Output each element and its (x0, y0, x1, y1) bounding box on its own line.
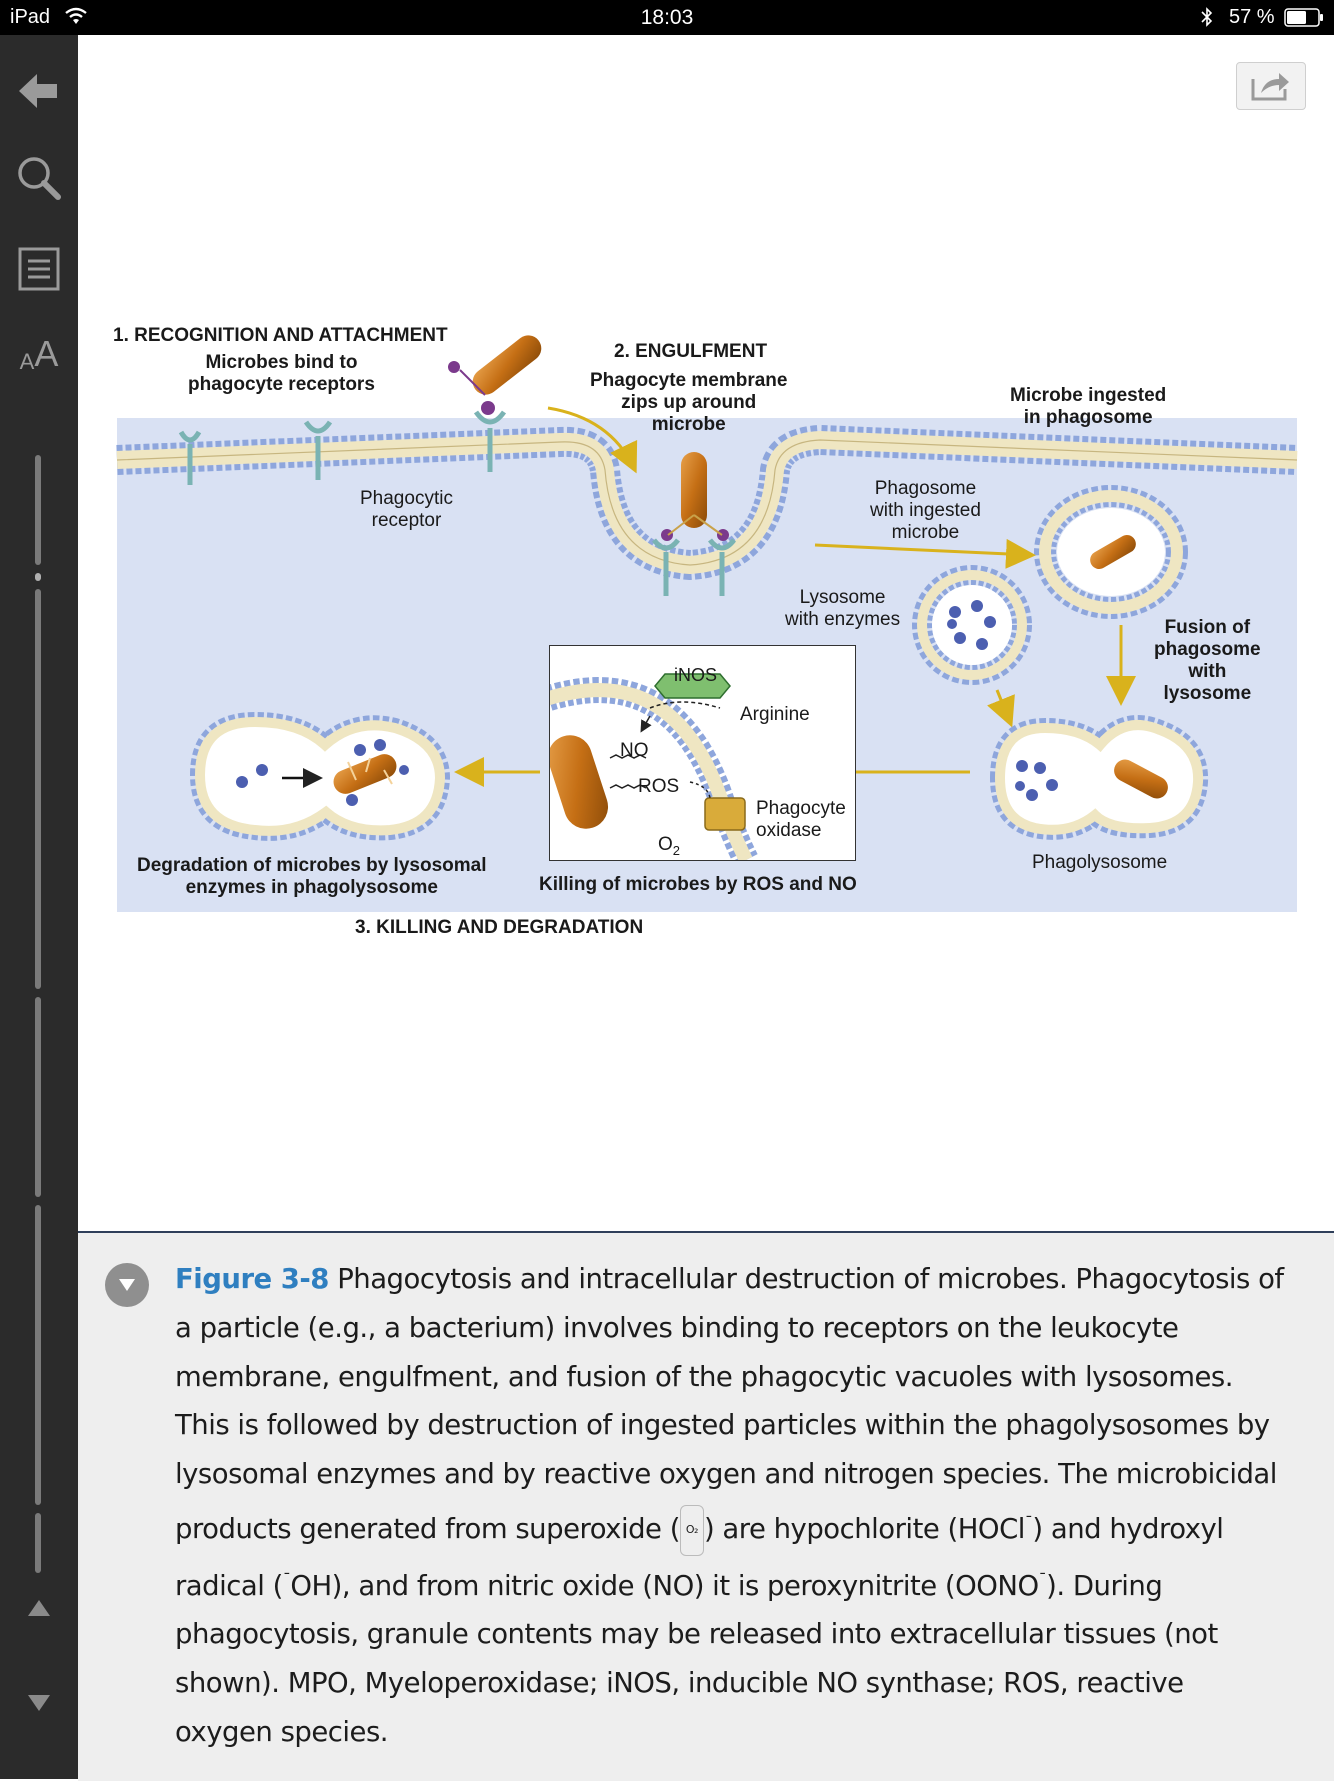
inos-label: iNOS (674, 665, 718, 685)
share-icon (1251, 73, 1289, 101)
device-label: iPad (10, 6, 51, 28)
figure-reference-link[interactable]: Figure 3-8 (175, 1263, 329, 1295)
lysosome (912, 565, 1032, 685)
battery-percentage: 57 % (1229, 6, 1275, 28)
back-button[interactable] (0, 71, 78, 111)
step2-title: 2. ENGULFMENT (614, 341, 768, 362)
bluetooth-icon (1201, 7, 1213, 27)
microbe-rod (459, 335, 723, 536)
o2-label: O2 (658, 834, 681, 858)
arginine-label: Arginine (740, 704, 810, 725)
caption-text: Figure 3-8 Phagocytosis and intracellula… (175, 1263, 1284, 1749)
page-scrubber[interactable] (35, 455, 41, 1585)
triangle-up-icon (28, 1600, 50, 1616)
battery-icon (1284, 8, 1323, 27)
caption-toggle-button[interactable] (105, 1263, 149, 1307)
share-button[interactable] (1236, 62, 1306, 110)
font-size-small-label: A (19, 349, 35, 374)
back-arrow-icon (19, 74, 57, 108)
page-up-button[interactable] (0, 1598, 78, 1618)
degradation-phagolysosome (189, 711, 451, 841)
font-size-large-label: A (34, 333, 59, 374)
step1-title: 1. RECOGNITION AND ATTACHMENT (113, 325, 448, 346)
phagosome (1034, 485, 1188, 619)
figure-caption: Figure 3-8 Phagocytosis and intracellula… (78, 1231, 1334, 1781)
search-button[interactable] (0, 155, 78, 201)
to-phagosome-arrow (814, 538, 1036, 569)
phagocytic-receptors (178, 410, 736, 596)
ros-label: ROS (638, 776, 680, 797)
phagolysosome (989, 715, 1209, 840)
table-of-contents-button[interactable] (0, 247, 78, 291)
cell-membrane (116, 424, 1298, 581)
lysosome-arrow (987, 689, 1015, 728)
list-icon (18, 247, 60, 291)
ligands (448, 361, 729, 541)
superoxide-symbol: O₂ (679, 1504, 704, 1556)
step3-title: 3. KILLING AND DEGRADATION (355, 917, 644, 938)
engulf-arrow (547, 406, 638, 474)
status-bar: iPad 18:03 57 % (0, 0, 1334, 35)
phagolysosome-label: Phagolysosome (1032, 852, 1168, 873)
chevron-down-icon (119, 1279, 135, 1291)
page-down-button[interactable] (0, 1693, 78, 1713)
reader-sidebar: A A (0, 35, 78, 1779)
killing-label: Killing of microbes by ROS and NO (539, 874, 857, 895)
clock: 18:03 (640, 6, 694, 29)
font-size-button[interactable]: A A (0, 333, 78, 375)
phagocytosis-illustration (116, 335, 1298, 841)
search-icon (18, 157, 61, 200)
no-label: NO (620, 740, 649, 761)
triangle-down-icon (28, 1695, 50, 1711)
wifi-icon (65, 7, 87, 24)
killing-inset-drawing (550, 673, 758, 860)
